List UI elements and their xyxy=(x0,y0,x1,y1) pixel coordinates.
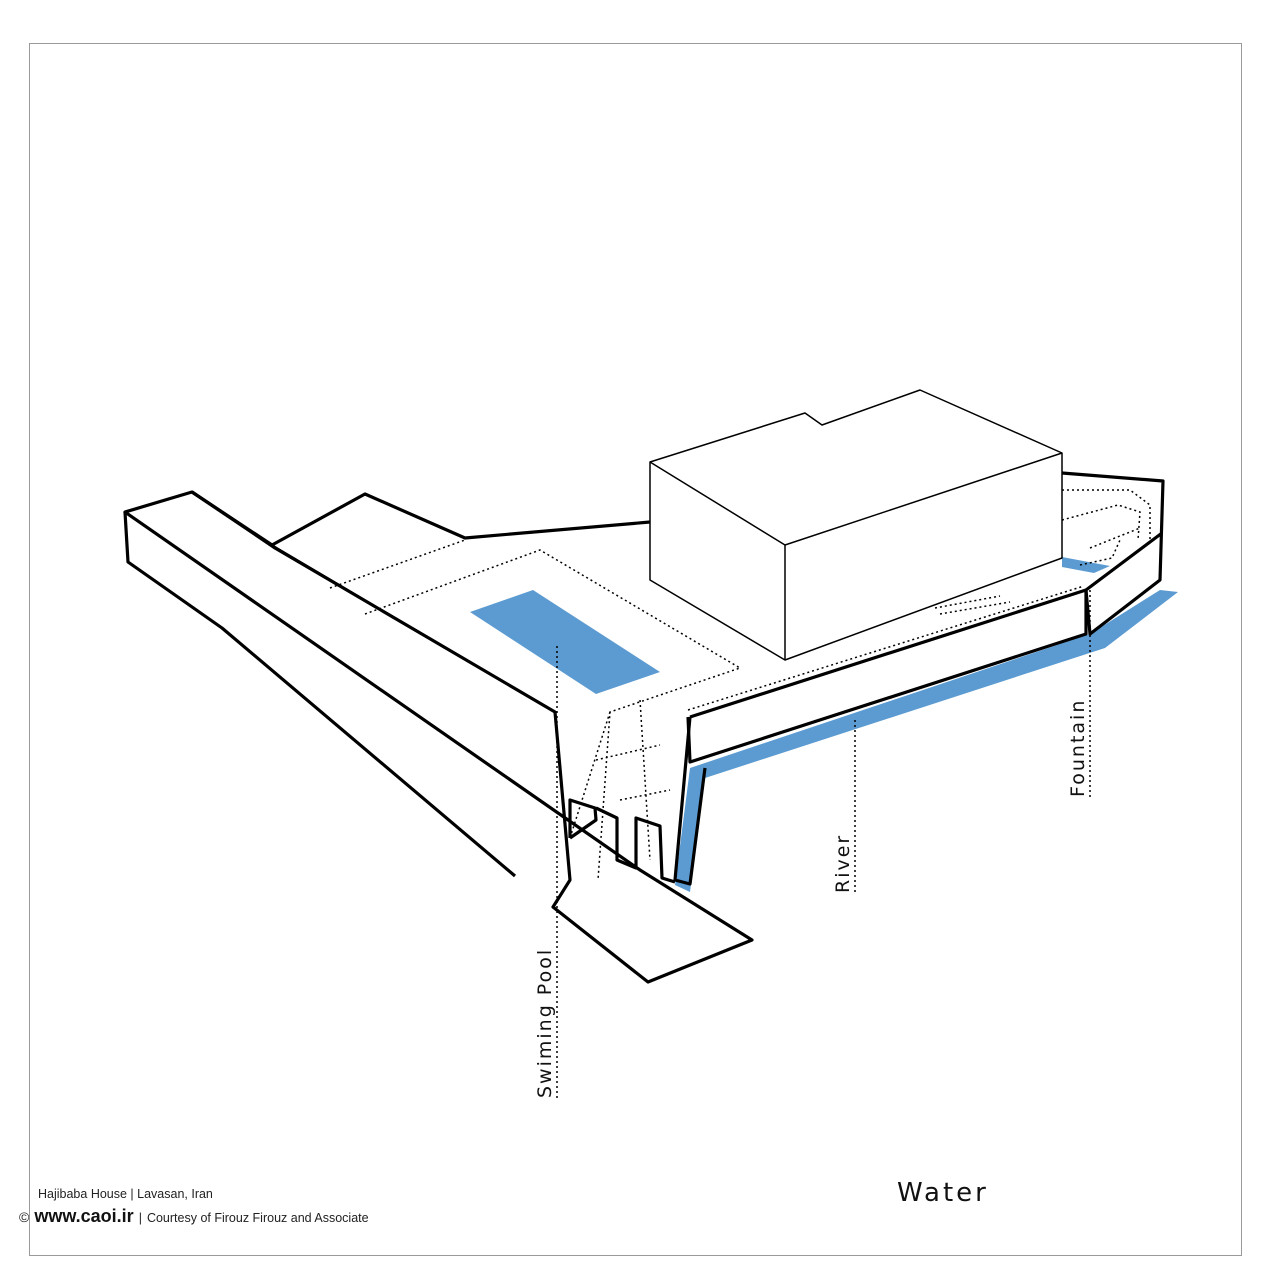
website-link[interactable]: www.caoi.ir xyxy=(34,1206,134,1226)
label-fountain: Fountain xyxy=(1067,699,1089,797)
label-swimming-pool: Swiming Pool xyxy=(534,948,556,1098)
fountain-strip xyxy=(1062,557,1110,573)
courtesy-text: Courtesy of Firouz Firouz and Associate xyxy=(146,1211,369,1225)
site-boundary xyxy=(271,471,1165,886)
main-building xyxy=(649,389,1063,661)
project-credit: Hajibaba House | Lavasan, Iran xyxy=(38,1187,213,1201)
label-river: River xyxy=(832,834,854,893)
copyright-symbol: © xyxy=(19,1209,30,1225)
river-channel xyxy=(675,590,1178,892)
terrace-dotted-lines xyxy=(329,489,1151,881)
leader-lines xyxy=(556,590,1091,1098)
credit-separator: | xyxy=(138,1211,142,1225)
diagram-frame xyxy=(29,43,1242,1256)
swimming-pool xyxy=(470,590,660,694)
source-credit: © www.caoi.ir | Courtesy of Firouz Firou… xyxy=(19,1206,369,1227)
diagram-title: Water xyxy=(897,1178,989,1208)
ramp-inner-lines xyxy=(127,544,556,713)
